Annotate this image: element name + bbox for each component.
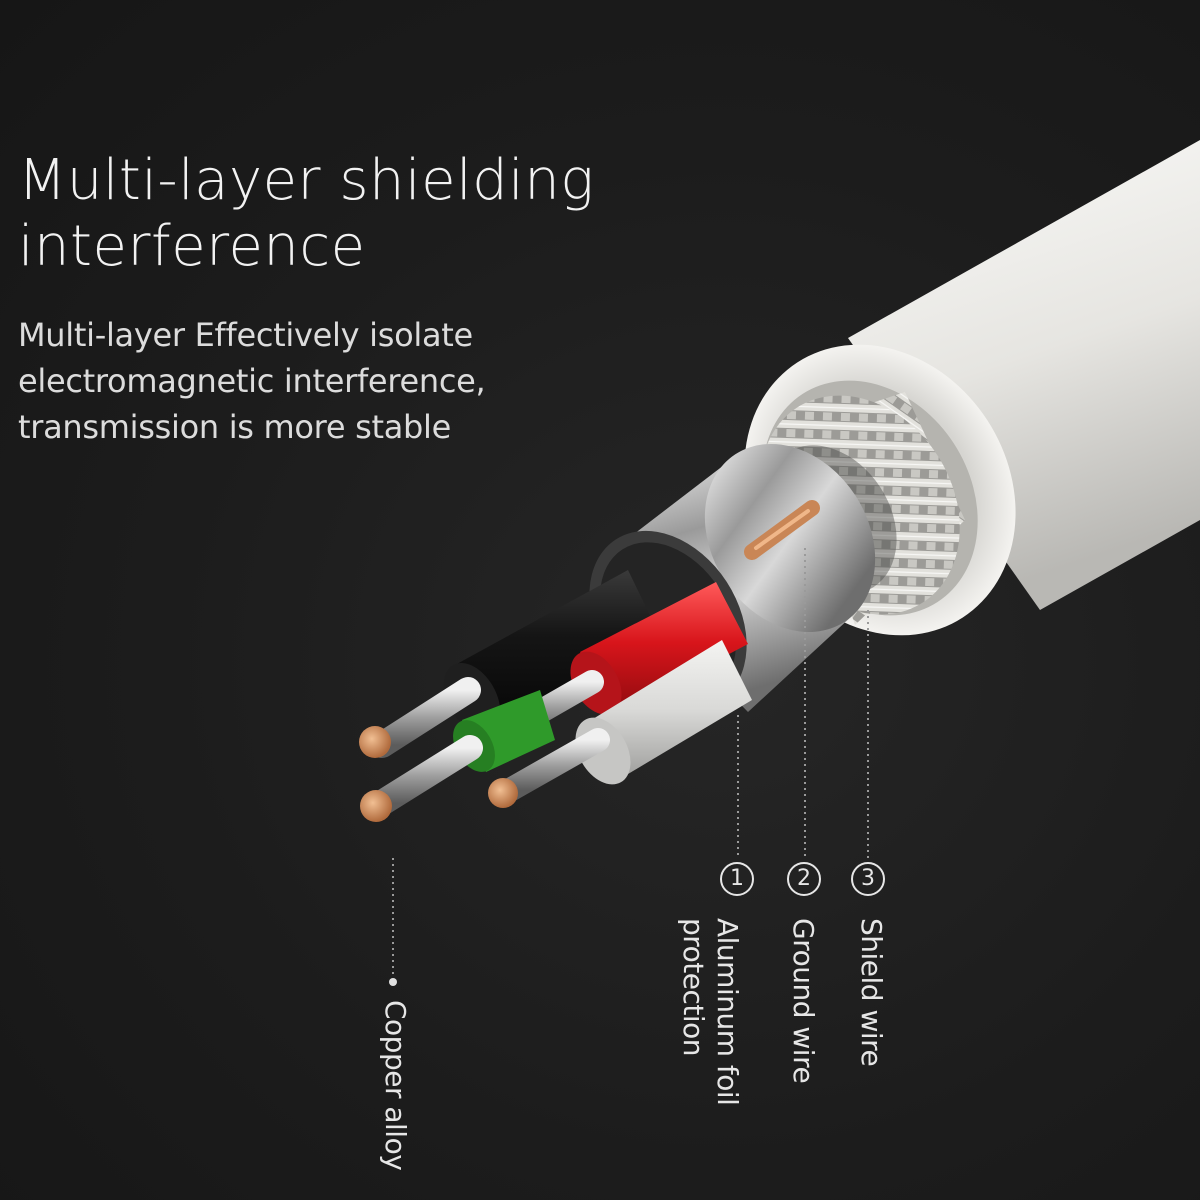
- callout-marker-1: 1: [720, 862, 754, 896]
- headline: Multi-layer shielding interference: [18, 148, 718, 280]
- callout-marker-3: 3: [851, 862, 885, 896]
- description-line-2: electromagnetic interference,: [18, 362, 486, 400]
- callout-marker-2: 2: [787, 862, 821, 896]
- white-wire: [488, 640, 752, 808]
- callout-label-shield-wire: Shield wire: [855, 918, 888, 1067]
- black-wire: [359, 570, 660, 758]
- description: Multi-layer Effectively isolate electrom…: [18, 312, 578, 450]
- leader-lines: [392, 548, 869, 975]
- headline-line-1: Multi-layer shielding: [18, 148, 595, 213]
- ground-wire: [744, 500, 820, 560]
- copper-leader-dot: [389, 978, 397, 986]
- headline-line-2: interference: [18, 214, 366, 279]
- green-wire: [360, 690, 555, 822]
- callout-label-aluminum-foil: Aluminum foil protection: [677, 918, 744, 1106]
- callout-label-copper-alloy: Copper alloy: [379, 1000, 412, 1171]
- description-line-3: transmission is more stable: [18, 408, 452, 446]
- description-line-1: Multi-layer Effectively isolate: [18, 316, 473, 354]
- callout-label-ground-wire: Ground wire: [787, 918, 820, 1084]
